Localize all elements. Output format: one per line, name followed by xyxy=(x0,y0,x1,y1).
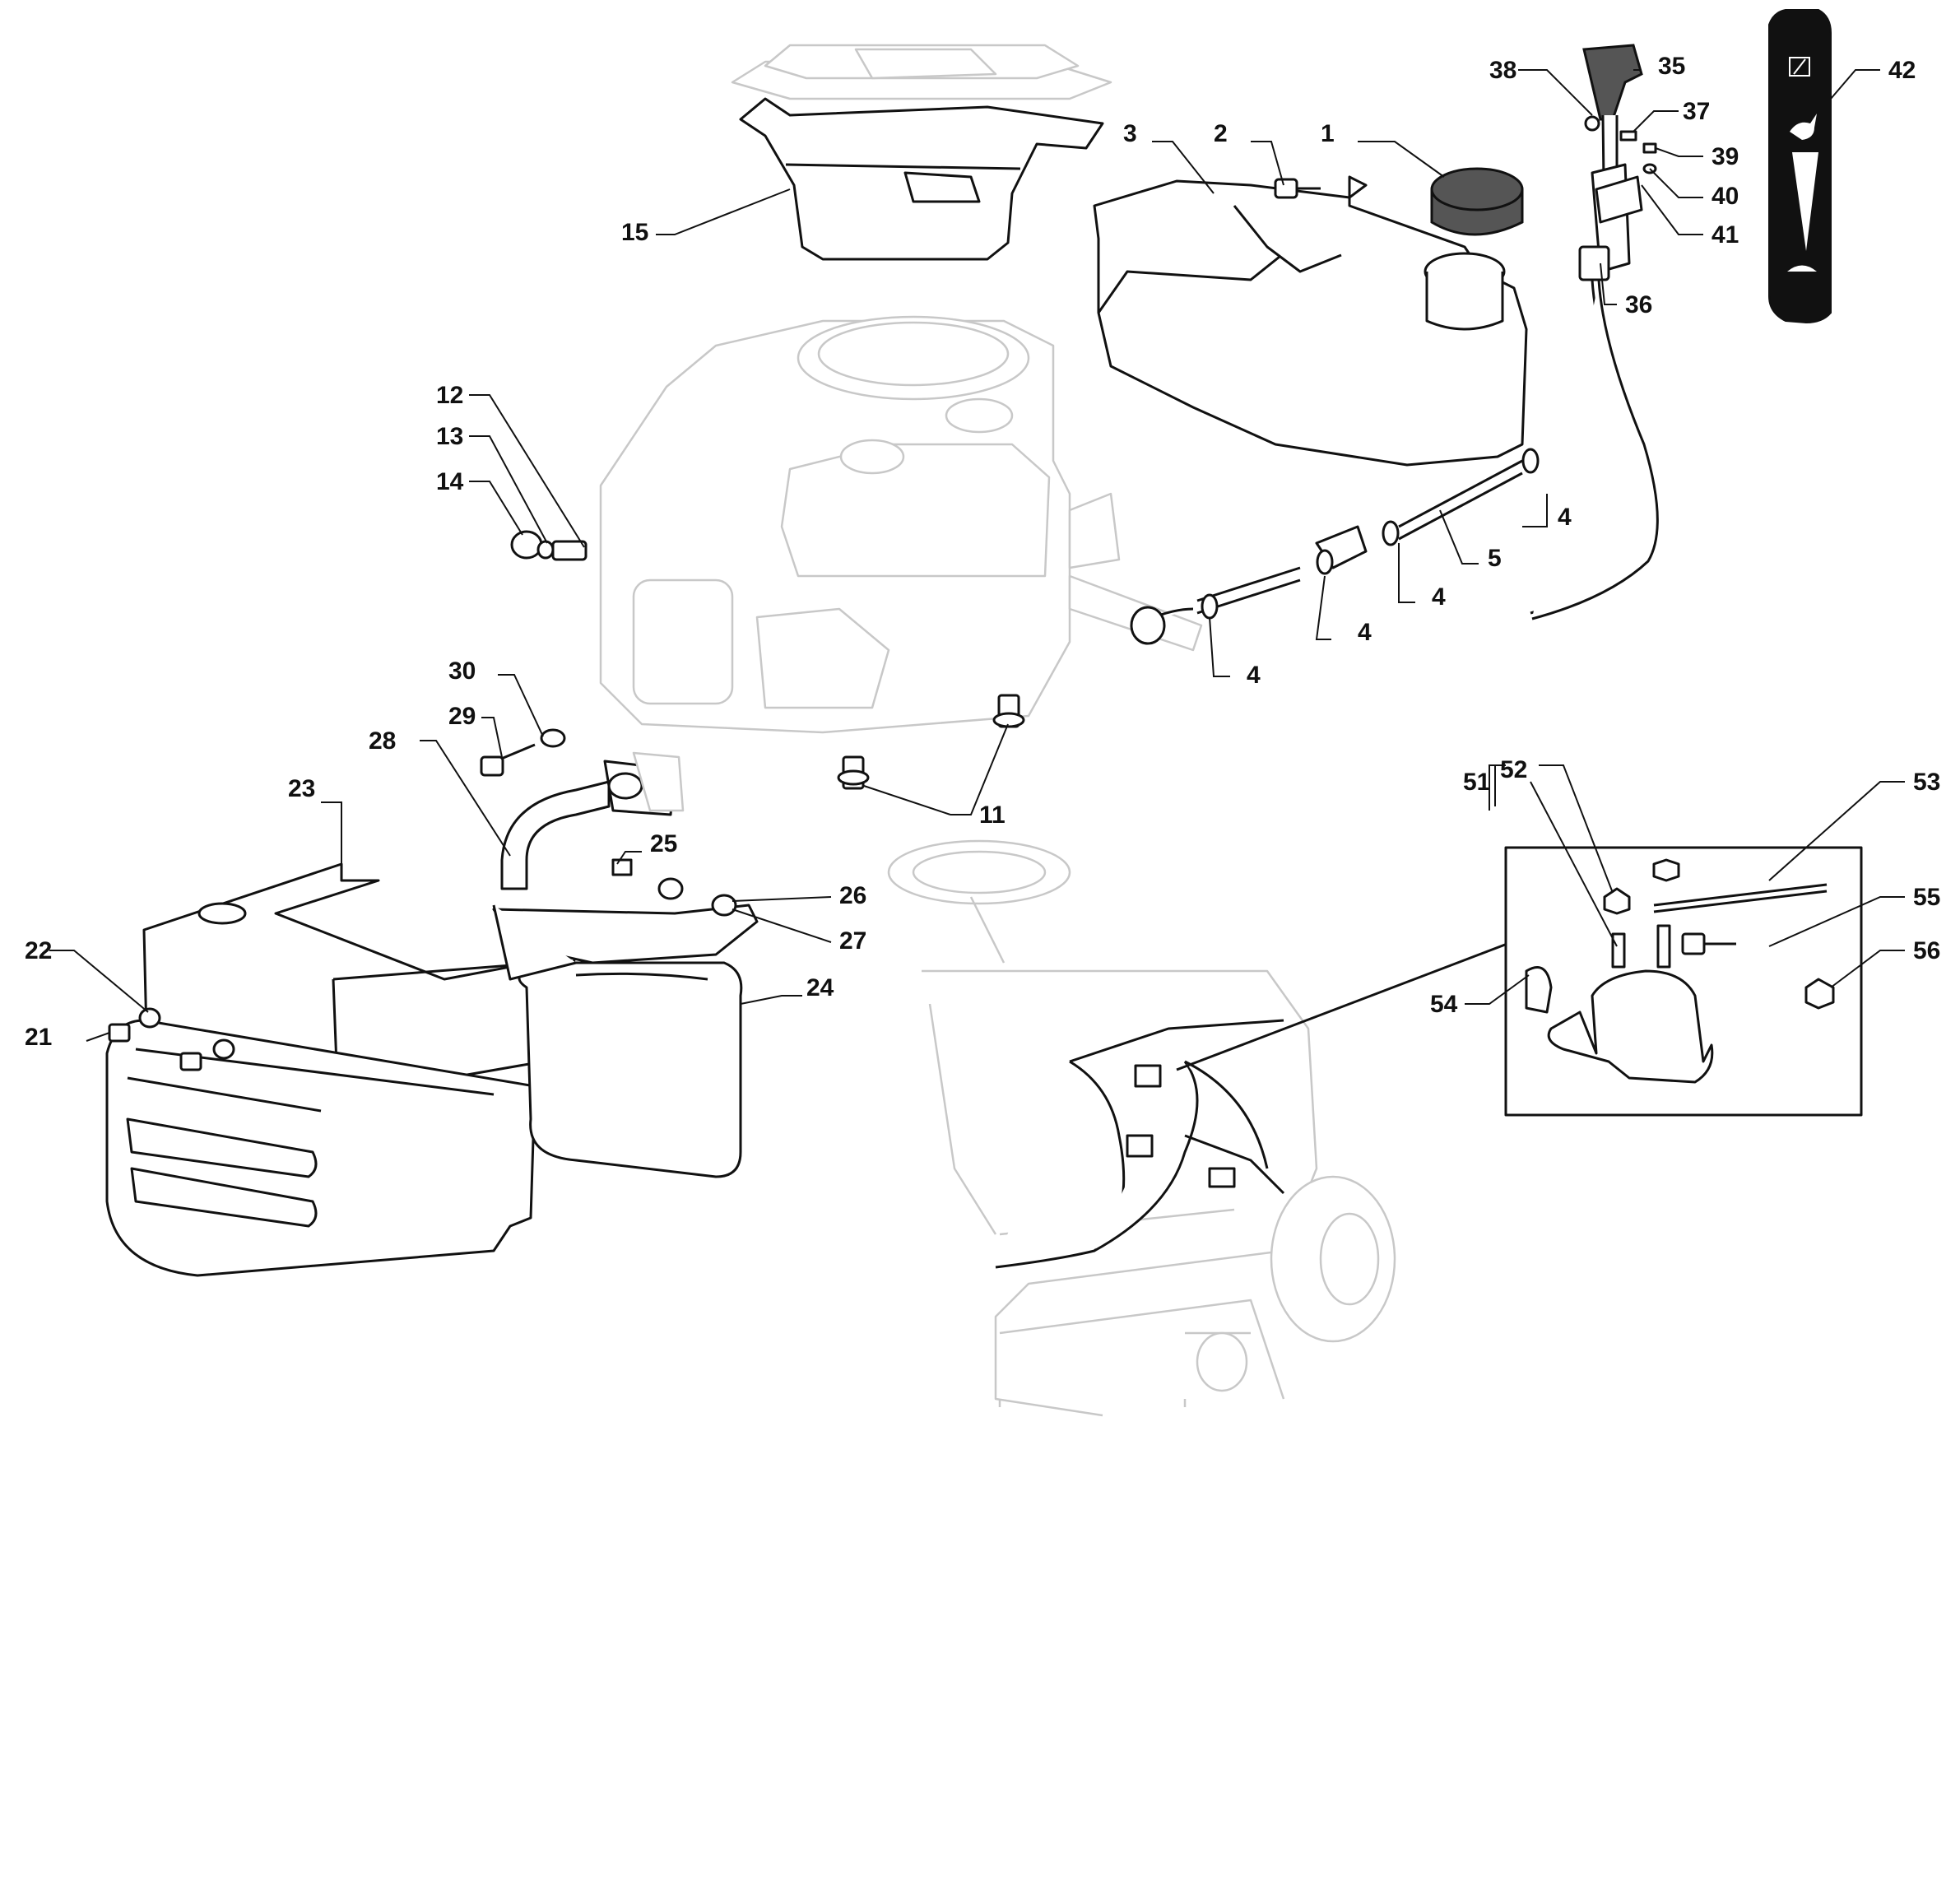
muffler-bracket xyxy=(492,904,759,981)
callout-3: 3 xyxy=(1123,120,1137,147)
engine-bolts xyxy=(837,694,1025,790)
callout-4: 4 xyxy=(1358,619,1372,646)
slope-decal-graphic xyxy=(1792,152,1818,251)
callout-55: 55 xyxy=(1913,884,1940,911)
callout-40: 40 xyxy=(1712,183,1739,210)
callout-21: 21 xyxy=(25,1024,52,1051)
tank-bolt xyxy=(1274,178,1321,199)
choke-icon xyxy=(1789,57,1810,77)
callout-53: 53 xyxy=(1913,769,1940,796)
callout-4: 4 xyxy=(1432,583,1446,611)
callout-1: 1 xyxy=(1321,120,1335,147)
throttle-lever xyxy=(1530,44,1659,620)
callout-39: 39 xyxy=(1712,143,1739,170)
dipstick-parts xyxy=(510,530,588,561)
callout-52: 52 xyxy=(1500,756,1527,783)
leader-lines xyxy=(49,69,1905,1042)
callout-36: 36 xyxy=(1625,291,1652,318)
callout-42: 42 xyxy=(1888,57,1916,84)
rabbit-fast-icon xyxy=(1790,114,1817,140)
tractor-chassis-faint xyxy=(887,839,1396,1417)
callout-4: 4 xyxy=(1247,662,1261,689)
callout-56: 56 xyxy=(1913,937,1940,964)
callout-4: 4 xyxy=(1558,504,1572,531)
callout-38: 38 xyxy=(1489,57,1516,84)
callout-13: 13 xyxy=(436,423,463,450)
muffler-guard xyxy=(105,1019,536,1277)
callout-23: 23 xyxy=(288,775,315,802)
callout-5: 5 xyxy=(1488,545,1502,572)
fuel-tank xyxy=(1093,175,1528,467)
air-filter-cover-faint xyxy=(731,44,1112,100)
callout-37: 37 xyxy=(1683,98,1710,125)
callout-35: 35 xyxy=(1658,53,1685,80)
callout-14: 14 xyxy=(436,468,464,495)
callout-29: 29 xyxy=(448,703,476,730)
callout-30: 30 xyxy=(448,657,476,685)
engine-block-faint xyxy=(599,315,1203,734)
callout-22: 22 xyxy=(25,937,52,964)
callout-11: 11 xyxy=(979,801,1006,829)
air-filter-housing xyxy=(739,97,1104,261)
callout-26: 26 xyxy=(839,882,866,909)
callout-28: 28 xyxy=(369,727,396,755)
callout-25: 25 xyxy=(650,830,677,857)
callout-41: 41 xyxy=(1712,221,1739,249)
callout-labels: 1 2 3 4 4 4 4 5 11 12 13 14 15 21 22 23 … xyxy=(25,53,1940,1051)
fuel-line xyxy=(1130,448,1540,645)
callout-51: 51 xyxy=(1463,769,1490,796)
wiring-harness xyxy=(995,936,1523,1269)
turtle-slow-icon xyxy=(1787,265,1817,272)
muffler-body xyxy=(518,961,743,1178)
solenoid-inset xyxy=(1504,846,1863,1117)
fuel-cap xyxy=(1430,167,1524,236)
exhaust-pipe xyxy=(500,751,685,890)
callout-2: 2 xyxy=(1214,120,1228,147)
callout-27: 27 xyxy=(839,927,866,955)
callout-15: 15 xyxy=(621,219,648,246)
callout-12: 12 xyxy=(436,382,463,409)
throttle-decal xyxy=(1768,9,1832,324)
callout-54: 54 xyxy=(1430,991,1458,1018)
callout-24: 24 xyxy=(806,974,834,1001)
